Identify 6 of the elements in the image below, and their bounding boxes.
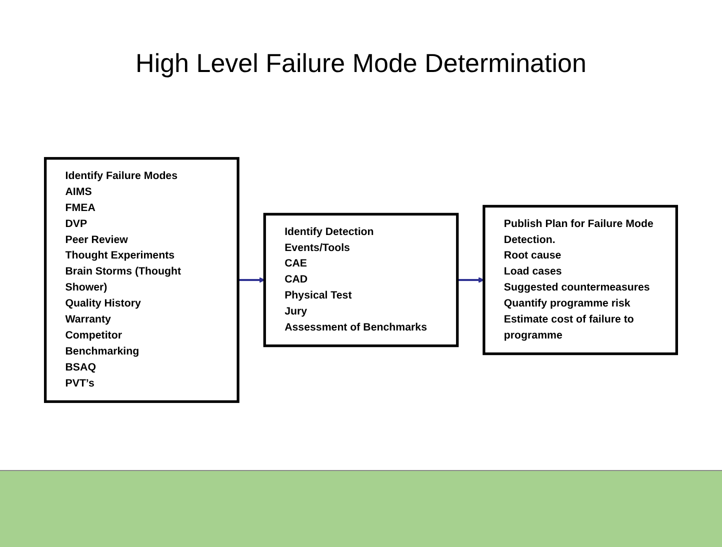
node-box: Identify Failure Modes AIMS FMEA DVP Peer Review Thought Experiments Brain Storms (Thought Shower) Quality History Warranty Competitor Benchmarking BSAQ PVT’s [44,157,240,403]
slide-title: High Level Failure Mode Determination [134,48,588,79]
node-box: Publish Plan for Failure Mode Detection. Root cause Load cases Suggested countermeasures Quantify programme risk Estimate cost of failure to programme [482,204,678,356]
arrow [457,277,484,283]
arrow [238,277,265,283]
node-box: Identify Detection Events/Tools CAE CAD Physical Test Jury Assessment of Benchmarks [263,212,459,348]
